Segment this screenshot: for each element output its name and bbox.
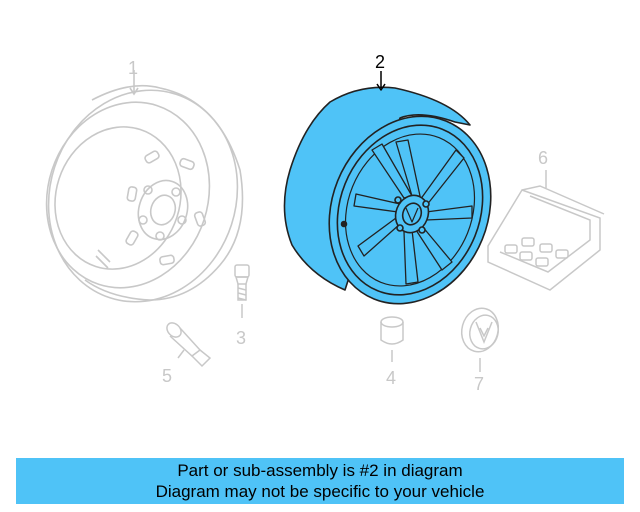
valve-stem-part-5[interactable] <box>164 320 212 368</box>
callout-3: 3 <box>236 328 246 348</box>
lug-bolt-part-3[interactable] <box>234 264 250 318</box>
callout-5: 5 <box>162 366 172 386</box>
lock-bolt-case-part-6[interactable] <box>487 170 605 291</box>
parts-diagram: 1 2 3 4 5 6 7 <box>21 52 605 394</box>
callout-6: 6 <box>538 148 548 168</box>
banner-line-2: Diagram may not be specific to your vehi… <box>155 482 485 501</box>
steel-wheel-part-1[interactable] <box>21 65 264 326</box>
callout-2: 2 <box>375 52 385 72</box>
callout-7: 7 <box>474 374 484 394</box>
center-cap-part-7[interactable] <box>457 304 503 372</box>
callout-1: 1 <box>128 58 138 78</box>
valve-cap-part-4[interactable] <box>380 316 404 362</box>
banner-line-1: Part or sub-assembly is #2 in diagram <box>177 461 463 480</box>
info-banner: Part or sub-assembly is #2 in diagram Di… <box>16 458 624 504</box>
callout-4: 4 <box>386 368 396 388</box>
alloy-wheel-part-2[interactable] <box>283 71 518 328</box>
